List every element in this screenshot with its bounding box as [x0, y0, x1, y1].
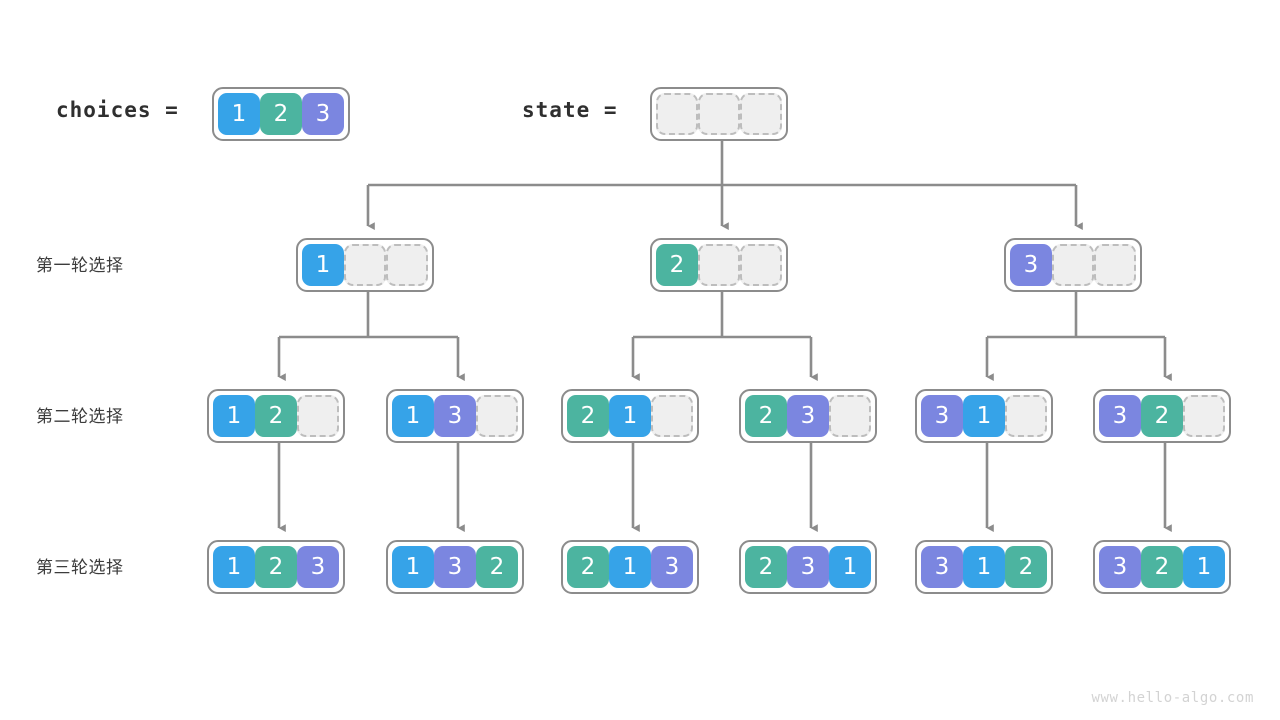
array-cell: 1 [963, 546, 1005, 588]
array-cell: 3 [787, 546, 829, 588]
array-cell: 2 [260, 93, 302, 135]
array-cell: 2 [255, 395, 297, 437]
array-cell-empty [1094, 244, 1136, 286]
level2-node: 1 3 [386, 389, 524, 443]
array-cell: 3 [921, 546, 963, 588]
array-cell-empty [1052, 244, 1094, 286]
array-cell-empty [651, 395, 693, 437]
array-cell-empty [297, 395, 339, 437]
row-label-round-2: 第二轮选择 [36, 407, 124, 427]
array-cell-empty [656, 93, 698, 135]
array-cell: 2 [745, 395, 787, 437]
array-cell: 2 [567, 546, 609, 588]
level3-node: 2 3 1 [739, 540, 877, 594]
level1-node: 1 [296, 238, 434, 292]
array-cell: 1 [829, 546, 871, 588]
array-cell-empty [1183, 395, 1225, 437]
array-cell-empty [829, 395, 871, 437]
level2-node: 3 2 [1093, 389, 1231, 443]
array-cell: 3 [1010, 244, 1052, 286]
level2-node: 2 1 [561, 389, 699, 443]
state-label: state = [522, 98, 618, 122]
array-cell: 3 [1099, 546, 1141, 588]
array-cell: 2 [567, 395, 609, 437]
array-cell-empty [1005, 395, 1047, 437]
array-cell: 2 [1141, 546, 1183, 588]
array-cell-empty [698, 244, 740, 286]
array-cell: 1 [392, 546, 434, 588]
level3-node: 1 3 2 [386, 540, 524, 594]
choices-label: choices = [56, 98, 179, 122]
array-cell: 1 [218, 93, 260, 135]
level1-node: 2 [650, 238, 788, 292]
array-cell: 1 [1183, 546, 1225, 588]
array-cell: 1 [963, 395, 1005, 437]
array-cell: 3 [297, 546, 339, 588]
row-label-round-3: 第三轮选择 [36, 558, 124, 578]
array-cell: 3 [921, 395, 963, 437]
array-cell: 3 [1099, 395, 1141, 437]
array-cell: 1 [302, 244, 344, 286]
array-cell-empty [476, 395, 518, 437]
array-cell: 1 [392, 395, 434, 437]
array-cell: 2 [1141, 395, 1183, 437]
array-cell: 1 [213, 546, 255, 588]
watermark: www.hello-algo.com [1091, 690, 1254, 706]
level2-node: 3 1 [915, 389, 1053, 443]
array-cell: 1 [213, 395, 255, 437]
level3-node: 1 2 3 [207, 540, 345, 594]
array-cell: 1 [609, 546, 651, 588]
array-cell: 3 [434, 395, 476, 437]
row-label-round-1: 第一轮选择 [36, 256, 124, 276]
level2-node: 1 2 [207, 389, 345, 443]
array-cell: 2 [656, 244, 698, 286]
array-cell: 1 [609, 395, 651, 437]
array-cell-empty [386, 244, 428, 286]
array-cell: 3 [434, 546, 476, 588]
level2-node: 2 3 [739, 389, 877, 443]
array-cell-empty [344, 244, 386, 286]
level1-node: 3 [1004, 238, 1142, 292]
array-cell: 3 [651, 546, 693, 588]
array-cell-empty [698, 93, 740, 135]
state-array [650, 87, 788, 141]
level3-node: 2 1 3 [561, 540, 699, 594]
array-cell-empty [740, 93, 782, 135]
array-cell: 2 [255, 546, 297, 588]
level3-node: 3 1 2 [915, 540, 1053, 594]
array-cell: 3 [302, 93, 344, 135]
array-cell: 2 [745, 546, 787, 588]
array-cell: 3 [787, 395, 829, 437]
array-cell-empty [740, 244, 782, 286]
choices-array: 1 2 3 [212, 87, 350, 141]
level3-node: 3 2 1 [1093, 540, 1231, 594]
array-cell: 2 [476, 546, 518, 588]
array-cell: 2 [1005, 546, 1047, 588]
